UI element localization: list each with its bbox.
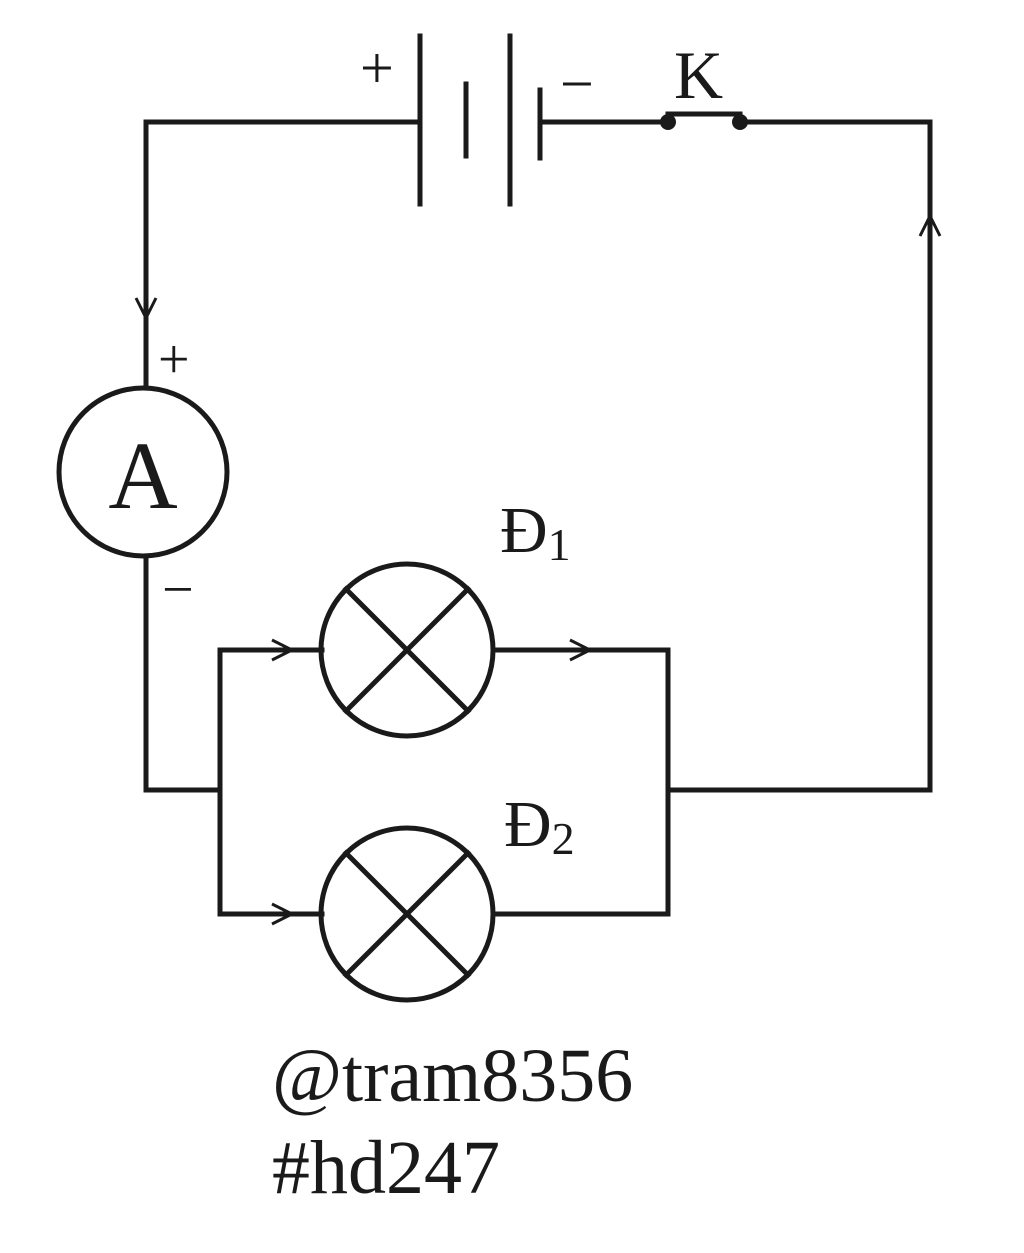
lamp-2: Đ2 xyxy=(318,788,575,1003)
main-wires xyxy=(143,119,933,793)
author-handle: @tram8356 xyxy=(272,1034,634,1118)
lamp-2-letter: Đ xyxy=(504,788,552,861)
lamp-2-cross-b xyxy=(342,849,472,979)
switch-contact-right xyxy=(732,114,748,130)
wire-battery-to-ammeter xyxy=(143,119,421,391)
switch-k: K xyxy=(660,37,748,130)
lamp-1-circle xyxy=(318,561,496,739)
lamp-1: Đ1 xyxy=(318,494,571,739)
battery: + − xyxy=(360,33,594,207)
ammeter-plus-label: + xyxy=(158,329,190,391)
lamp-2-label: Đ2 xyxy=(504,788,575,864)
lamp-1-cross-b xyxy=(342,585,472,715)
arrow-right-lamp1-in xyxy=(271,638,296,662)
lamp-1-label: Đ1 xyxy=(500,494,571,570)
ammeter-label: A xyxy=(108,422,177,529)
battery-minus-label: − xyxy=(560,51,594,117)
switch-contact-left xyxy=(660,114,676,130)
battery-plus-label: + xyxy=(360,35,394,101)
arrow-right-lamp1-out xyxy=(569,638,594,662)
watermark-credits: @tram8356 #hd247 xyxy=(272,1030,633,1214)
ammeter-minus-label: − xyxy=(162,559,194,621)
current-arrows xyxy=(134,212,942,926)
ammeter: A + − xyxy=(56,329,230,621)
lamp-2-circle xyxy=(318,825,496,1003)
wire-branch-left-top xyxy=(217,647,325,917)
wire-branch-right xyxy=(491,647,671,917)
arrow-down-left-wire xyxy=(134,297,158,322)
lamp-1-index: 1 xyxy=(548,519,571,570)
switch-label: K xyxy=(674,37,723,113)
lamp-2-index: 2 xyxy=(552,813,575,864)
wire-ammeter-to-junction xyxy=(143,553,221,793)
hashtag: #hd247 xyxy=(272,1126,500,1210)
lamp-1-letter: Đ xyxy=(500,494,548,567)
arrow-up-right-wire xyxy=(918,212,942,237)
parallel-wires xyxy=(217,647,671,917)
ammeter-circle xyxy=(56,385,230,559)
arrow-right-lamp2-in xyxy=(271,902,296,926)
wire-switch-to-junction xyxy=(665,119,933,793)
